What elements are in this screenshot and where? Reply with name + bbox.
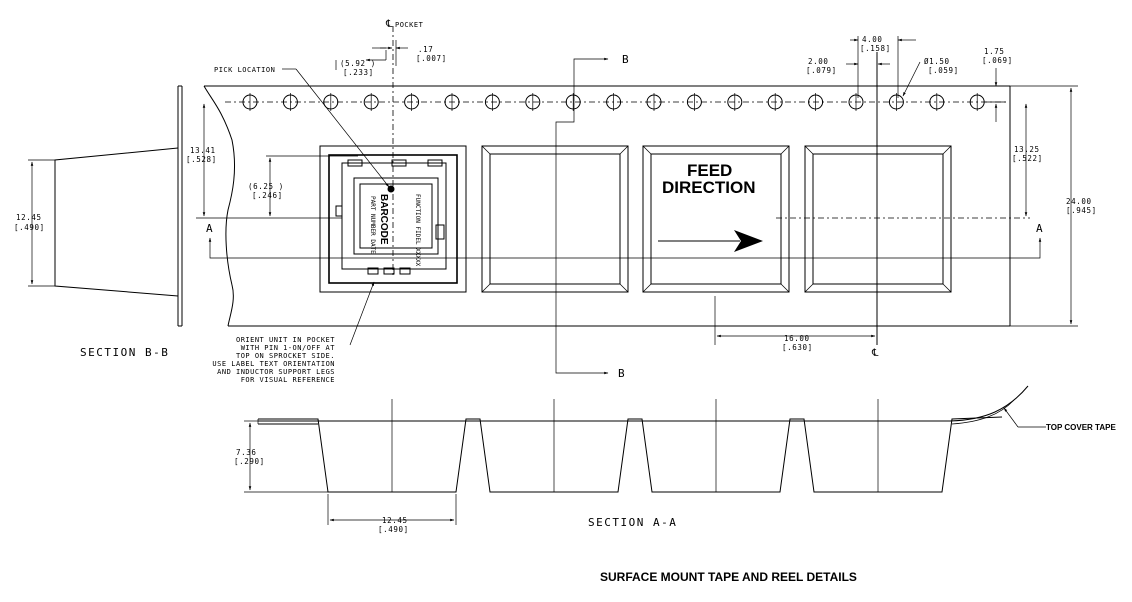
svg-text:(6.25 ): (6.25 ) [248,182,284,191]
dim-13-41: 13.41 [.528] [186,103,342,219]
svg-text:SECTION A-A: SECTION A-A [588,516,677,529]
drawing-title: SURFACE MOUNT TAPE AND REEL DETAILS [600,570,857,584]
barcode-label: BARCODE [378,194,389,245]
svg-text:TOP COVER TAPE: TOP COVER TAPE [1046,423,1116,432]
svg-text:DIRECTION: DIRECTION [662,178,756,197]
svg-text:13.41: 13.41 [190,146,216,155]
section-bb-label: SECTION B-B [80,346,169,359]
pocket-1-with-part: PART NUMBER DATE FUNCTION FIDEL XXXXX BA… [319,145,467,293]
svg-text:16.00: 16.00 [784,334,810,343]
svg-text:[.059]: [.059] [928,66,959,75]
svg-text:Ø1.50: Ø1.50 [924,57,950,66]
svg-text:[.630]: [.630] [782,343,813,352]
orient-note: ORIENT UNIT IN POCKET WITH PIN 1-ON/OFF … [212,281,375,384]
svg-text:7.36: 7.36 [236,448,256,457]
section-aa-view: SECTION A-A [257,385,1029,529]
svg-text:4.00: 4.00 [862,35,882,44]
dim-0-17: .17 [.007] [380,40,447,66]
pocket-centerline-label: ℄ POCKET [385,19,424,30]
sprocket-holes [242,93,985,111]
svg-text:[.528]: [.528] [186,155,217,164]
dim-12-45-left: 12.45 [.490] [14,213,45,232]
svg-text:A: A [1036,222,1044,235]
svg-text:1.75: 1.75 [984,47,1004,56]
svg-text:[.079]: [.079] [806,66,837,75]
feed-direction: FEED DIRECTION [658,161,763,252]
dim-2-00: 2.00 [.079] [806,57,890,75]
svg-text:[.522]: [.522] [1012,154,1043,163]
dim-12-45-bottom: 12.45 [.490] [327,494,457,534]
svg-text:[.945]: [.945] [1066,206,1097,215]
svg-text:[.007]: [.007] [416,54,447,63]
dim-7-36: 7.36 [.290] [234,420,328,493]
svg-text:BARCODE: BARCODE [378,194,389,245]
dim-6-25: (6.25 ) [.246] [248,155,358,217]
svg-text:2.00: 2.00 [808,57,828,66]
svg-text:(5.92 ): (5.92 ) [340,59,376,68]
section-b-line: B B [555,53,630,380]
carrier-tape-outline [203,85,1078,327]
svg-text:℄: ℄ [385,19,393,30]
svg-text:[.246]: [.246] [252,191,283,200]
svg-text:℄: ℄ [871,348,879,359]
section-a-line: A A [206,222,1044,259]
svg-text:24.00: 24.00 [1066,197,1092,206]
top-cover-tape-callout: TOP COVER TAPE [1003,407,1116,432]
pocket-2 [481,145,629,293]
dim-5-92: (5.92 ) [.233] [335,47,387,77]
dim-24-00: 24.00 [.945] [1066,87,1097,325]
dim-4-00: 4.00 [.158] [850,35,916,98]
svg-text:FEED: FEED [687,161,732,180]
svg-text:PICK LOCATION: PICK LOCATION [214,66,275,74]
svg-text:ORIENT UNIT IN POCKET: ORIENT UNIT IN POCKET [236,336,335,344]
svg-text:.17: .17 [418,45,433,54]
svg-text:PART NUMBER DATE: PART NUMBER DATE [369,196,376,254]
svg-text:B: B [618,367,626,380]
svg-text:B: B [622,53,630,66]
svg-text:POCKET: POCKET [395,21,424,29]
svg-text:[.490]: [.490] [378,525,409,534]
svg-text:TOP ON SPROCKET SIDE.: TOP ON SPROCKET SIDE. [236,352,335,360]
pocket-4 [804,145,952,293]
svg-text:12.45: 12.45 [382,516,408,525]
svg-text:[.158]: [.158] [860,44,891,53]
dim-13-25: 13.25 [.522] [1012,103,1043,217]
pick-location-callout: PICK LOCATION [214,66,390,188]
svg-text:[.233]: [.233] [343,68,374,77]
svg-text:13.25: 13.25 [1014,145,1040,154]
pocket-3 [642,145,790,293]
svg-text:[.069]: [.069] [982,56,1013,65]
svg-text:FOR VISUAL REFERENCE: FOR VISUAL REFERENCE [241,376,335,384]
feed-arrow-head [734,230,763,252]
svg-text:[.290]: [.290] [234,457,265,466]
svg-text:A: A [206,222,214,235]
svg-text:12.45: 12.45 [16,213,42,222]
svg-text:WITH PIN 1-ON/OFF AT: WITH PIN 1-ON/OFF AT [241,344,336,352]
dim-1-50-hole: Ø1.50 [.059] [902,57,959,97]
dim-16-00: 16.00 [.630] ℄ [714,296,879,359]
section-bb-view: 12.45 [.490] SECTION B-B [14,85,183,359]
svg-text:USE LABEL TEXT ORIENTATION: USE LABEL TEXT ORIENTATION [212,360,335,368]
svg-text:FUNCTION FIDEL XXXXX: FUNCTION FIDEL XXXXX [414,194,421,267]
dim-1-75: 1.75 [.069] [982,47,1013,122]
svg-text:AND INDUCTOR SUPPORT LEGS: AND INDUCTOR SUPPORT LEGS [217,368,335,376]
svg-text:[.490]: [.490] [14,223,45,232]
